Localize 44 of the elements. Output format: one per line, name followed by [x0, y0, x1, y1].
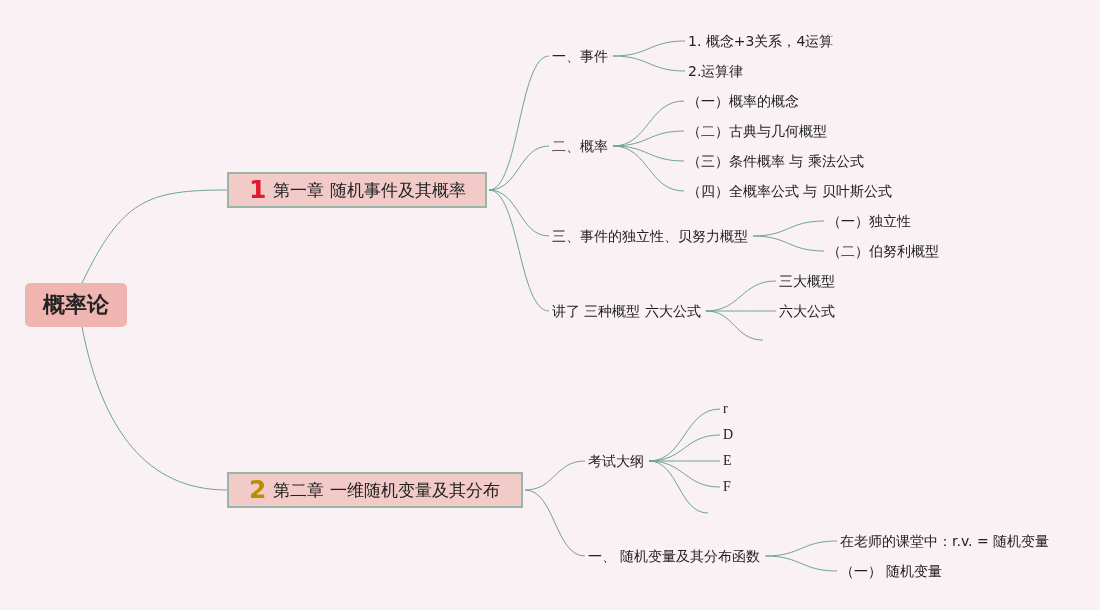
branch-line [488, 189, 550, 237]
branch-line [612, 145, 685, 192]
topic-label: 三、事件的独立性、贝努力概型 [549, 227, 751, 245]
topic-label: D [720, 426, 737, 444]
topic-label: （三）条件概率 与 乘法公式 [684, 152, 867, 170]
topic-label: 在老师的课堂中：r.v. = 随机变量 [837, 532, 1053, 550]
root-topic-box: 概率论 [25, 283, 127, 327]
branch-line [648, 460, 721, 488]
topic-label: 六大公式 [776, 302, 838, 320]
chapter-box [227, 472, 523, 508]
topic-label: 一、 随机变量及其分布函数 [585, 547, 764, 565]
branch-line [612, 55, 686, 72]
topic-label: （一）独立性 [824, 212, 914, 230]
topic-label: E [720, 452, 735, 470]
branch-line [524, 460, 586, 491]
topic-label: 1. 概念+3关系，4运算 [685, 32, 837, 50]
branch-line [488, 189, 550, 312]
topic-label: 考试大纲 [585, 452, 647, 470]
topic-label: （二）古典与几何概型 [684, 122, 830, 140]
chapter-number: 1 [249, 175, 267, 205]
topic-label: r [720, 400, 731, 418]
chapter-box [227, 172, 487, 208]
topic-label: 三大概型 [776, 272, 838, 290]
topic-label: （一） 随机变量 [837, 562, 946, 580]
branch-line [752, 235, 825, 252]
branch-line [81, 326, 228, 491]
branch-line [524, 489, 586, 557]
topic-label: （一）概率的概念 [684, 92, 802, 110]
topic-label: （四）全概率公式 与 贝叶斯公式 [684, 182, 895, 200]
branch-line [81, 189, 228, 284]
topic-label: F [720, 478, 734, 496]
branch-line [488, 145, 550, 191]
topic-label: 二、概率 [549, 137, 611, 155]
chapter-number: 2 [249, 475, 267, 505]
branch-line [705, 310, 764, 341]
branch-line [612, 145, 685, 162]
topic-label: 讲了 三种概型 六大公式 [549, 302, 704, 320]
branch-line [648, 460, 709, 514]
topic-label: 2.运算律 [685, 62, 747, 80]
chapter-title: 第二章 一维随机变量及其分布 [273, 481, 500, 499]
topic-label: （二）伯努利概型 [824, 242, 942, 260]
chapter-title: 第一章 随机事件及其概率 [273, 181, 466, 199]
topic-label: 一、事件 [549, 47, 611, 65]
branch-line [764, 555, 838, 572]
